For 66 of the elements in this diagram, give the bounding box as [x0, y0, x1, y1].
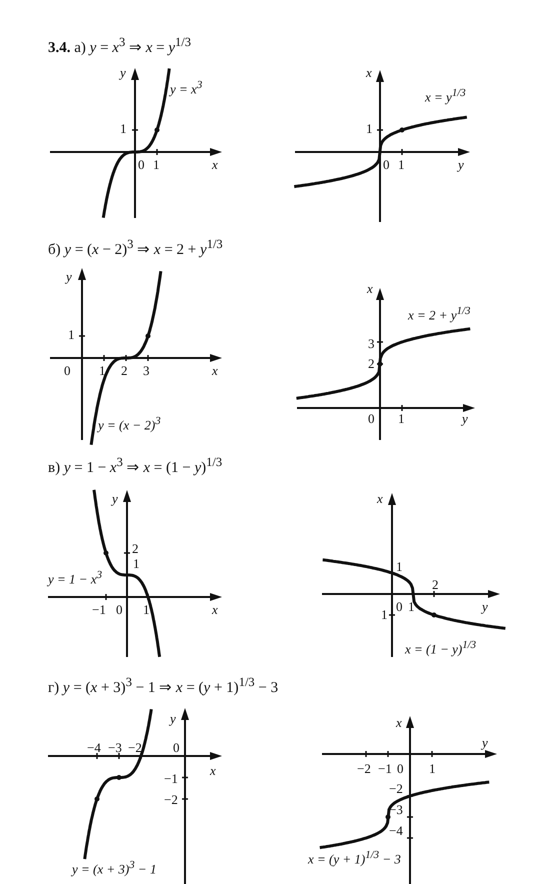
tick-label: 0	[368, 412, 374, 426]
axis-label: y	[112, 492, 118, 506]
tick-label: 1	[99, 364, 106, 378]
tick-label: −1	[378, 762, 392, 776]
axis-label: x	[367, 282, 373, 296]
tick-label: −4	[389, 824, 403, 838]
tick-label: −2	[357, 762, 371, 776]
tick-label: 1	[143, 603, 150, 618]
axis-label: y	[458, 158, 464, 172]
tick-label: −2	[128, 741, 142, 756]
tick-label: 3	[143, 364, 150, 378]
exercise-heading: 3.4. а) y = x$^{3}$ ⇒ x = y$^{1/3}$	[48, 36, 192, 56]
axis-label: y	[170, 712, 176, 726]
curve-formula: y = (x + 3)$^{3}$ − 1	[72, 860, 156, 877]
curve-formula: y = 1 − x$^{3}$	[48, 570, 102, 587]
tick-label: 0	[173, 741, 180, 756]
axis-label: x	[366, 66, 372, 80]
tick-label: 1	[68, 328, 74, 342]
tick-label: −1	[92, 603, 106, 618]
tick-label: 1	[398, 158, 404, 172]
axis-label: y	[120, 66, 126, 80]
tick-label: 1	[381, 608, 388, 622]
tick-label: −1	[164, 772, 178, 786]
tick-label: 0	[64, 364, 70, 378]
axis-label: y	[482, 600, 488, 614]
axis-label: x	[210, 764, 216, 778]
tick-label: −2	[164, 793, 178, 808]
tick-label: 1	[396, 560, 402, 574]
tick-label: 0	[116, 603, 122, 618]
tick-label: 1	[429, 762, 436, 776]
tick-label: 1	[408, 600, 414, 614]
tick-label: 2	[121, 364, 128, 378]
tick-label: −3	[108, 741, 122, 756]
tick-label: 1	[133, 557, 140, 572]
tick-label: −3	[389, 803, 403, 818]
tick-label: 1	[366, 122, 372, 136]
exercise-heading: б) y = (x − 2)$^{3}$ ⇒ x = 2 + y$^{1/3}$	[48, 238, 223, 258]
curve-formula: x = 2 + y$^{1/3}$	[408, 306, 470, 323]
curve-formula: x = (y + 1)$^{1/3}$ − 3	[308, 850, 401, 867]
axis-label: y	[482, 736, 488, 750]
curve-formula: x = y$^{1/3}$	[425, 88, 466, 105]
tick-label: 2	[132, 542, 138, 556]
exercise-heading: г) y = (x + 3)$^{3}$ − 1 ⇒ x = (y + 1)$^{1/3}$ − 3	[48, 676, 278, 696]
axis-label: y	[462, 412, 468, 426]
tick-label: 3	[368, 337, 374, 352]
tick-label: 2	[432, 578, 438, 592]
tick-label: −4	[87, 741, 101, 756]
tick-label: 0	[396, 600, 402, 614]
tick-label: 1	[153, 158, 160, 172]
axis-label: x	[212, 364, 218, 378]
tick-label: 1	[398, 412, 404, 426]
tick-label: 2	[368, 357, 374, 372]
axis-label: x	[377, 492, 383, 506]
axis-label: x	[212, 603, 218, 618]
curve-formula: x = (1 − y)$^{1/3}$	[405, 640, 476, 657]
tick-label: 0	[138, 158, 144, 172]
tick-label: 0	[397, 762, 404, 776]
axis-label: x	[396, 716, 402, 730]
curve-formula: y = (x − 2)$^{3}$	[98, 416, 161, 433]
tick-label: 1	[120, 122, 126, 136]
axis-label: x	[212, 158, 218, 172]
exercise-heading: в) y = 1 − x$^{3}$ ⇒ x = (1 − y)$^{1/3}$	[48, 456, 222, 476]
tick-label: 0	[383, 158, 390, 172]
axis-label: y	[66, 270, 72, 284]
tick-label: −2	[389, 782, 403, 796]
curve-formula: y = x$^{3}$	[170, 80, 202, 97]
